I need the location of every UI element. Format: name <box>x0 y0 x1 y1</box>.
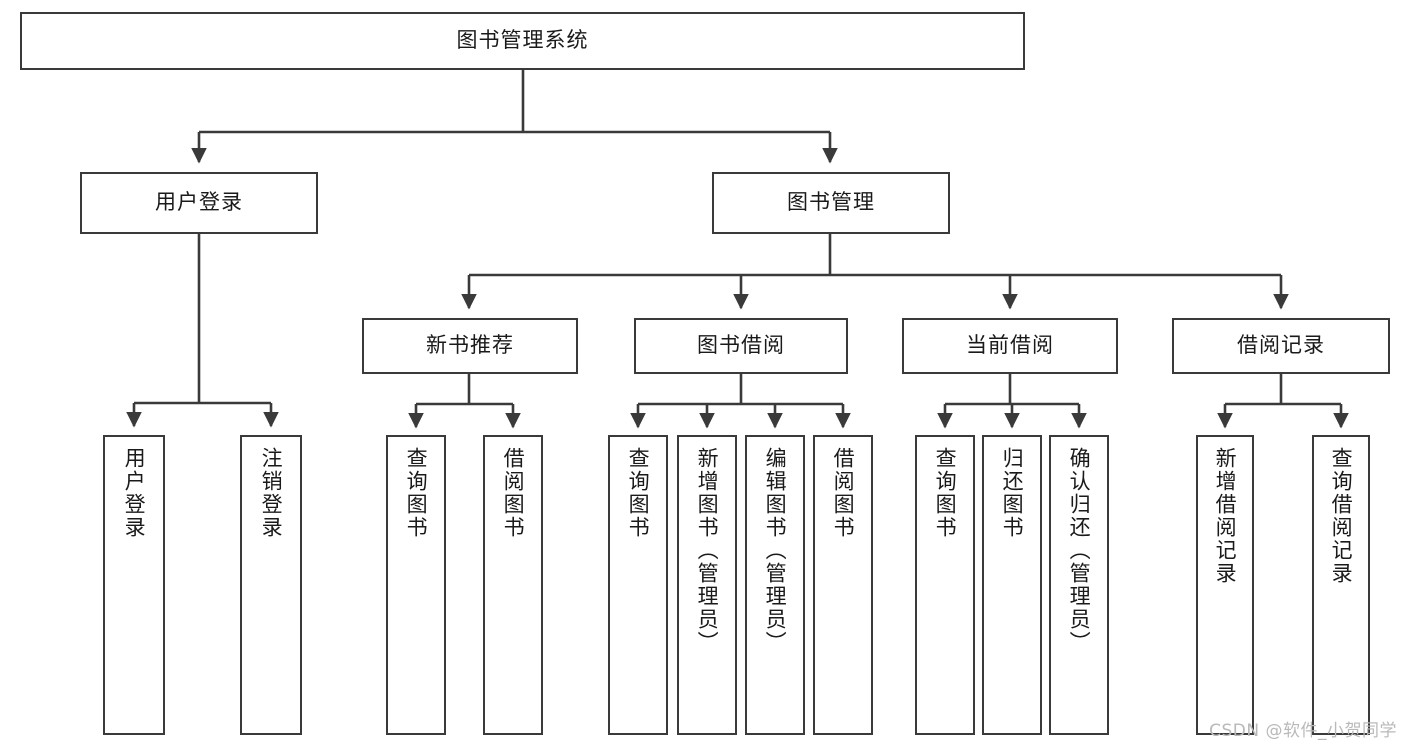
node-new-book-recommendation[interactable]: 新书推荐 <box>362 318 578 374</box>
node-label: 当前借阅 <box>966 333 1054 358</box>
leaf-add-book-admin[interactable]: 新增图书（管理员） <box>677 435 737 735</box>
node-label: 编辑图书（管理员） <box>763 447 788 654</box>
node-label: 查询借阅记录 <box>1329 447 1354 585</box>
node-user-login[interactable]: 用户登录 <box>80 172 318 234</box>
node-borrow-records[interactable]: 借阅记录 <box>1172 318 1390 374</box>
node-book-borrow[interactable]: 图书借阅 <box>634 318 848 374</box>
leaf-query-book-recommend[interactable]: 查询图书 <box>386 435 446 735</box>
node-label: 注销登录 <box>259 447 284 539</box>
node-label: 图书管理 <box>787 190 875 215</box>
node-label: 图书管理系统 <box>456 28 589 53</box>
leaf-borrow-book[interactable]: 借阅图书 <box>813 435 873 735</box>
leaf-return-book[interactable]: 归还图书 <box>982 435 1042 735</box>
leaf-borrow-book-recommend[interactable]: 借阅图书 <box>483 435 543 735</box>
watermark: CSDN @软件_小贺同学 <box>1209 721 1397 741</box>
node-label: 借阅图书 <box>501 447 526 539</box>
node-label: 借阅记录 <box>1237 333 1325 358</box>
node-label: 图书借阅 <box>697 333 785 358</box>
node-label: 新增图书（管理员） <box>695 447 720 654</box>
leaf-query-book-borrow[interactable]: 查询图书 <box>608 435 668 735</box>
node-book-management[interactable]: 图书管理 <box>712 172 950 234</box>
node-label: 查询图书 <box>404 447 429 539</box>
node-label: 查询图书 <box>933 447 958 539</box>
node-label: 新增借阅记录 <box>1213 447 1238 585</box>
leaf-query-book-current[interactable]: 查询图书 <box>915 435 975 735</box>
node-label: 确认归还（管理员） <box>1067 447 1092 654</box>
node-label: 归还图书 <box>1000 447 1025 539</box>
node-label: 新书推荐 <box>426 333 514 358</box>
leaf-query-borrow-record[interactable]: 查询借阅记录 <box>1312 435 1370 735</box>
node-root[interactable]: 图书管理系统 <box>20 12 1025 70</box>
node-current-borrow[interactable]: 当前借阅 <box>902 318 1118 374</box>
node-label: 查询图书 <box>626 447 651 539</box>
node-label: 用户登录 <box>122 447 147 539</box>
leaf-logout[interactable]: 注销登录 <box>240 435 302 735</box>
leaf-add-borrow-record[interactable]: 新增借阅记录 <box>1196 435 1254 735</box>
leaf-user-login[interactable]: 用户登录 <box>103 435 165 735</box>
node-label: 借阅图书 <box>831 447 856 539</box>
leaf-edit-book-admin[interactable]: 编辑图书（管理员） <box>745 435 805 735</box>
leaf-confirm-return-admin[interactable]: 确认归还（管理员） <box>1049 435 1109 735</box>
node-label: 用户登录 <box>155 190 243 215</box>
